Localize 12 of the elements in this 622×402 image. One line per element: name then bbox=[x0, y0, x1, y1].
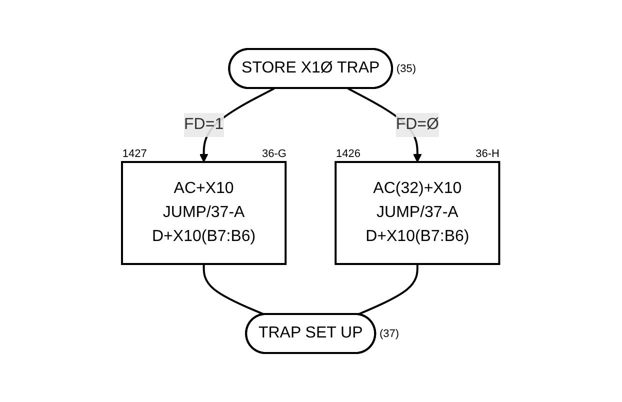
edge-label: FD=1 bbox=[184, 116, 224, 133]
note-label: 1426 bbox=[336, 148, 360, 160]
note-label: (37) bbox=[380, 328, 400, 340]
note-label: 1427 bbox=[122, 148, 147, 160]
node-box: AC(32)+X10 JUMP/37-A D+X10(B7:B6) bbox=[335, 161, 501, 265]
edge-label: FD=Ø bbox=[396, 116, 440, 133]
note-label: 36-G bbox=[262, 148, 286, 160]
connector bbox=[203, 264, 266, 316]
node-box: AC+X10 JUMP/37-A D+X10(B7:B6) bbox=[121, 161, 287, 265]
connector bbox=[358, 264, 419, 316]
note-label: 36-H bbox=[476, 148, 500, 160]
note-label: (35) bbox=[396, 62, 416, 74]
